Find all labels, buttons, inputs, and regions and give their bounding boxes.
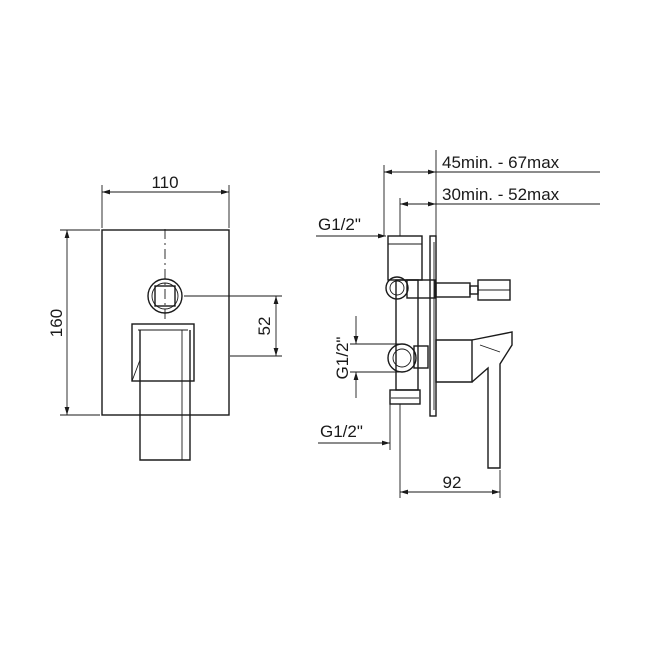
lever-side (435, 331, 513, 469)
thread-top-callout: G1/2" (316, 215, 386, 239)
thread-middle-callout: G1/2" (333, 316, 400, 398)
diverter-knob (147, 229, 183, 320)
height-label: 160 (47, 309, 66, 337)
thread-bottom-label: G1/2" (320, 422, 363, 441)
dim-offset: 52 (184, 295, 282, 357)
wall-plate (429, 235, 437, 417)
projection-label: 92 (443, 473, 462, 492)
thread-top-label: G1/2" (318, 215, 361, 234)
dim-width: 110 (101, 173, 230, 228)
side-view: 45min. - 67max 30min. - 52max G1/2" G1/2… (316, 150, 600, 498)
dim-depth-max: 45min. - 67max (383, 150, 600, 236)
cover-plate (101, 229, 230, 416)
width-label: 110 (151, 173, 178, 192)
dim-projection: 92 (399, 404, 501, 498)
thread-middle-label: G1/2" (333, 337, 352, 380)
lever-handle (131, 323, 195, 461)
offset-label: 52 (255, 317, 274, 336)
thread-bottom-callout: G1/2" (318, 404, 391, 450)
front-view: 110 160 52 (47, 173, 282, 461)
depth-min-label: 30min. - 52max (442, 185, 560, 204)
dim-depth-min: 30min. - 52max (399, 185, 600, 236)
cartridge-stem (435, 279, 511, 301)
valve-body (385, 235, 436, 405)
dim-height: 160 (47, 229, 100, 416)
depth-max-label: 45min. - 67max (442, 153, 560, 172)
